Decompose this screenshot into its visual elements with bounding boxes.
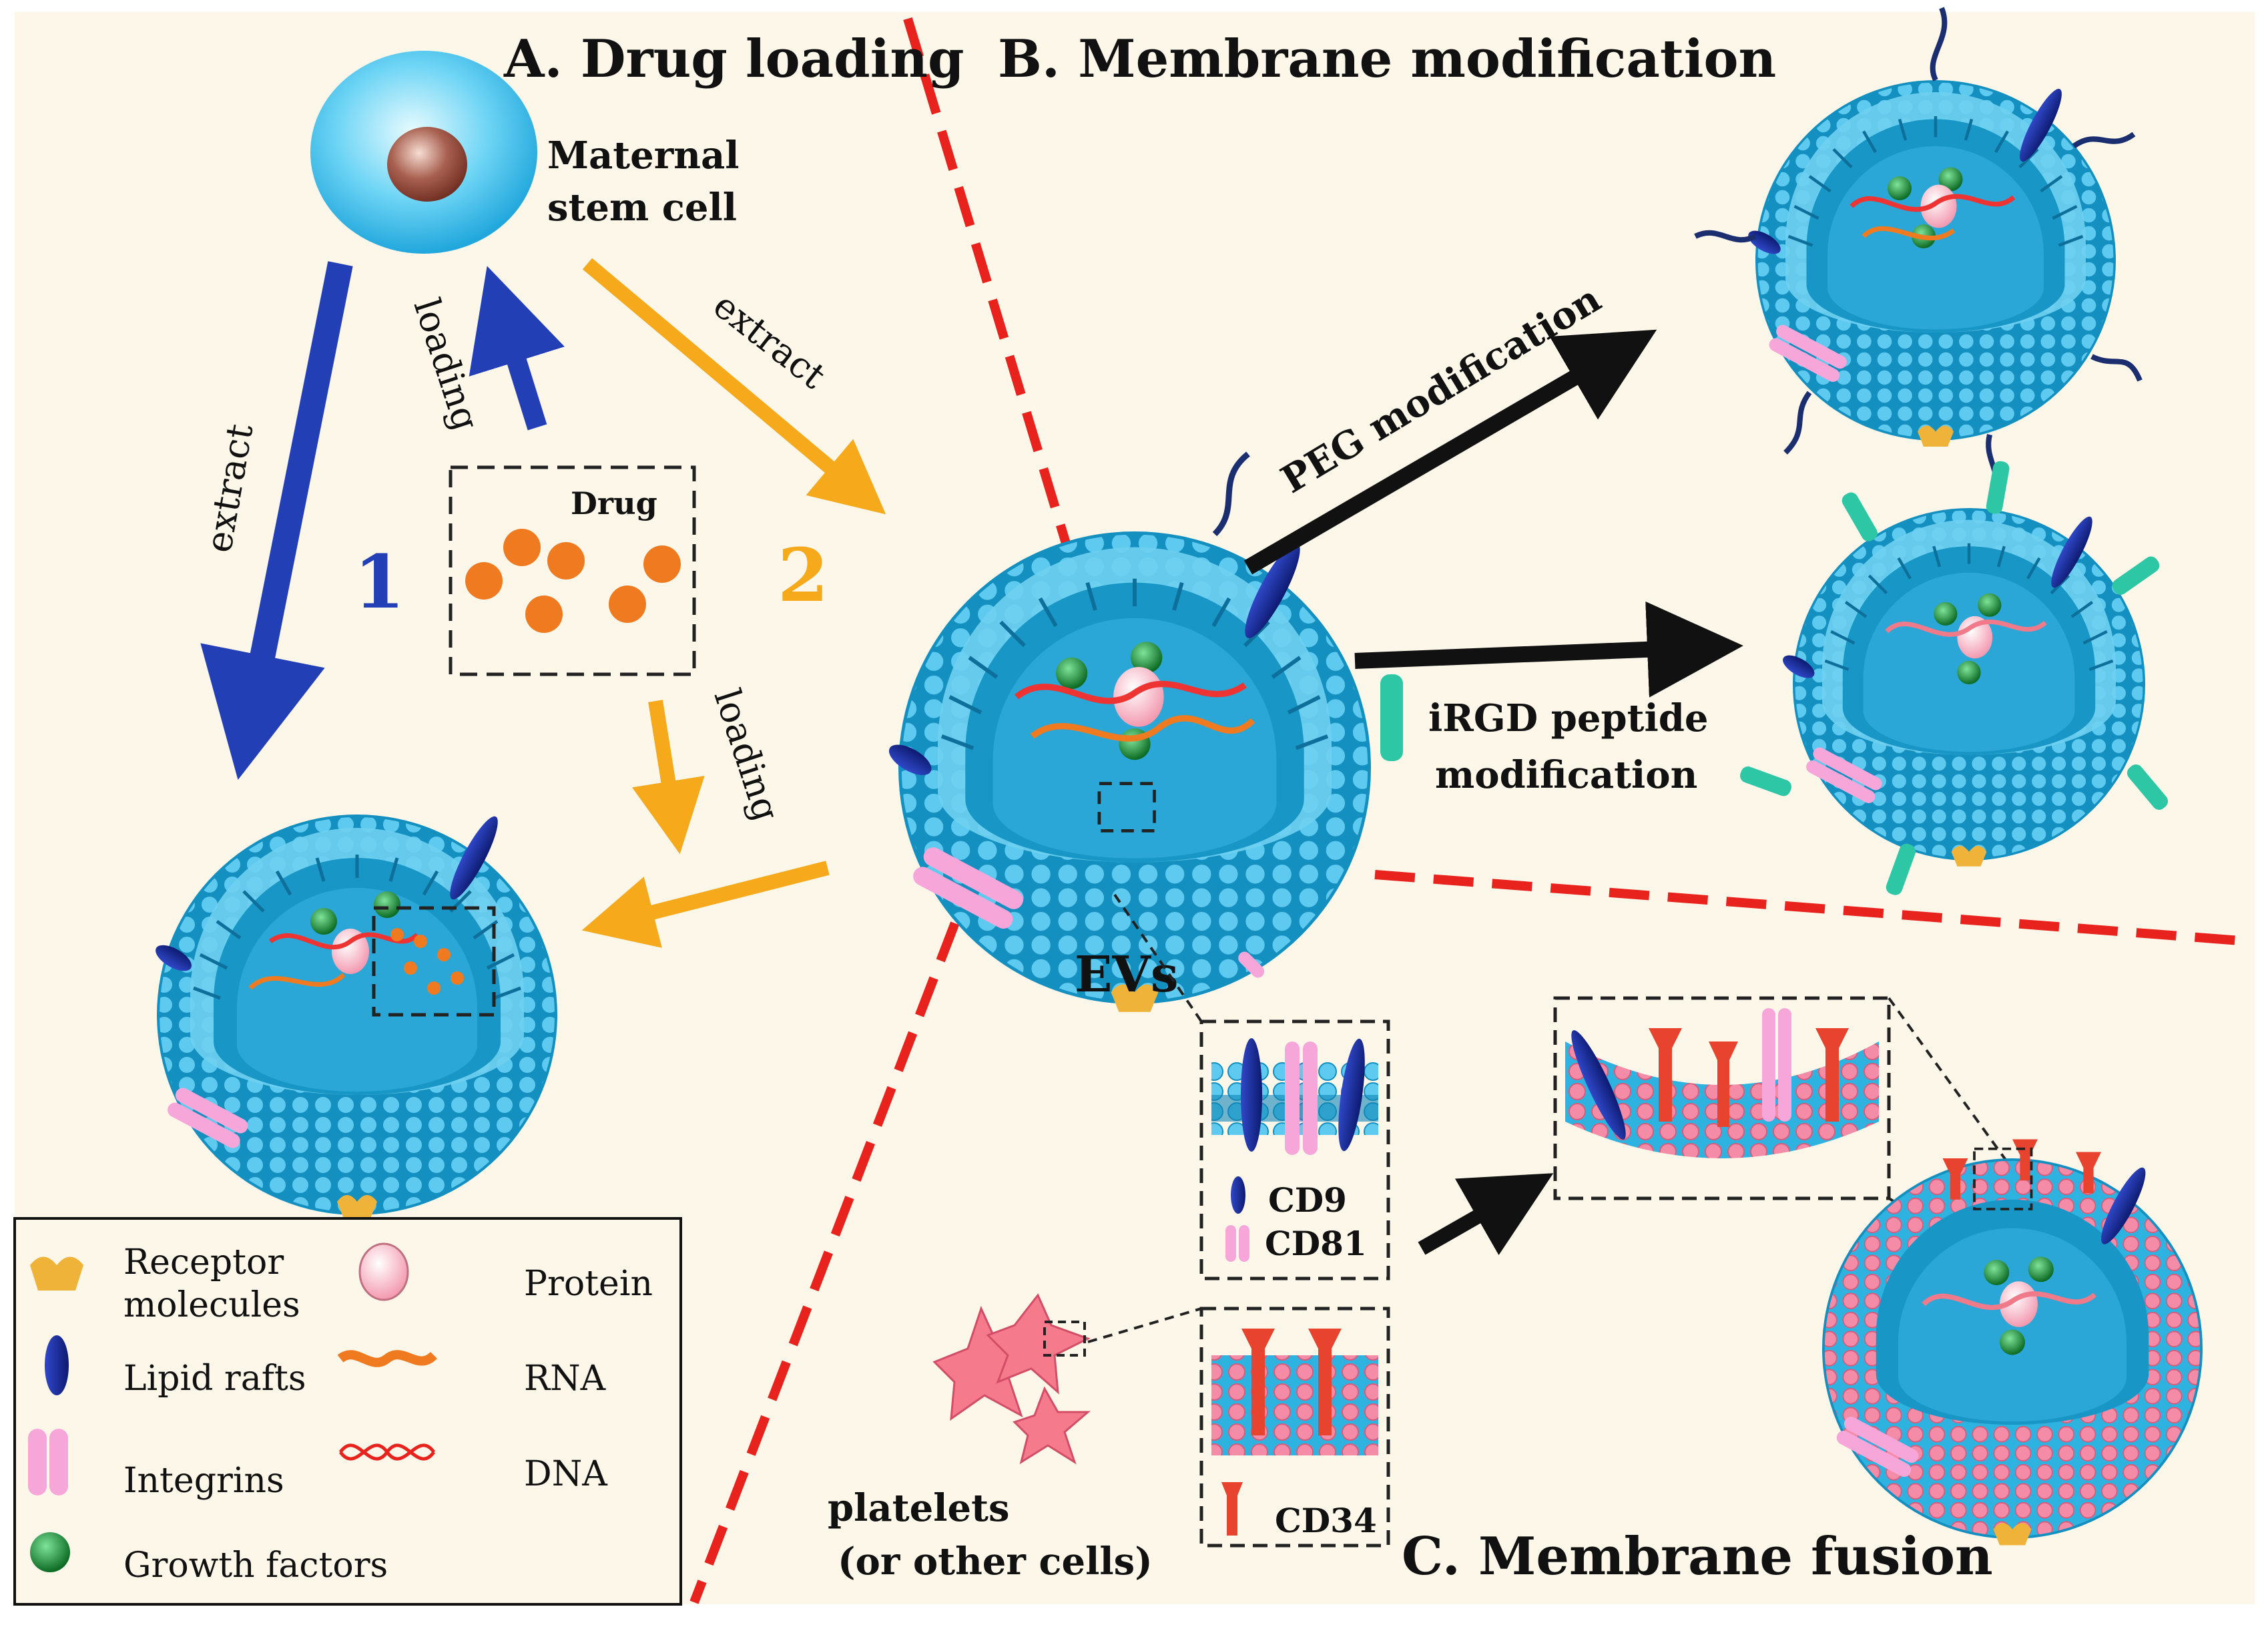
- ev-label: EVs: [1075, 946, 1178, 1003]
- cd9-cd81-inset: [1113, 893, 1390, 1281]
- peg-modification-arrow: [1243, 329, 1657, 575]
- drug-box: [449, 465, 696, 676]
- legend-box: [13, 1217, 682, 1606]
- cell-label-line2: stem cell: [547, 186, 737, 230]
- irgd-peptide-icon: [1380, 674, 1403, 761]
- fusion-arrow: [1418, 1173, 1554, 1256]
- lipid-raft-icon: [45, 1335, 69, 1395]
- platelets-label-line2: (or other cells): [838, 1540, 1153, 1584]
- legend-protein-label: Protein: [524, 1264, 653, 1304]
- extract-arrow-route1: [200, 261, 353, 780]
- heading-drug-loading: A. Drug loading: [503, 29, 964, 89]
- cd34-inset: [1087, 1307, 1390, 1548]
- legend-lipid-raft-label: Lipid rafts: [123, 1359, 306, 1399]
- drug-loaded-vesicle: [152, 812, 557, 1218]
- platelets-icon: [932, 1293, 1091, 1465]
- growth-factor-icon: [30, 1532, 70, 1572]
- cd34-label: CD34: [1275, 1501, 1377, 1540]
- loading-arrow-to-ev: [581, 861, 830, 948]
- legend-receptor-label1: Receptor: [123, 1242, 284, 1283]
- loading-arrow-route1: [469, 266, 565, 431]
- peg-modified-vesicle: [1694, 7, 2143, 495]
- drug-label: Drug: [571, 485, 657, 521]
- central-ev-vesicle: [888, 531, 1371, 1012]
- extract-arrow-route2: [582, 258, 886, 515]
- legend-rna-label: RNA: [524, 1359, 607, 1399]
- peg-chain-icon: [1212, 451, 1250, 537]
- heading-membrane-fusion: C. Membrane fusion: [1402, 1526, 1993, 1587]
- fused-membrane-inset: [1553, 996, 2020, 1263]
- cell-label-line1: Maternal: [547, 134, 740, 178]
- maternal-stem-cell: [310, 51, 537, 254]
- platelets-label-line1: platelets: [828, 1486, 1010, 1530]
- legend-dna-label: DNA: [524, 1454, 608, 1494]
- route-number-2: 2: [778, 532, 829, 618]
- protein-icon: [358, 1242, 409, 1301]
- irgd-modified-vesicle: [1740, 461, 2169, 895]
- legend-growth-factor-label: Growth factors: [123, 1546, 388, 1586]
- fused-membrane-vesicle: [1822, 1139, 2203, 1546]
- cd9-label: CD9: [1268, 1180, 1347, 1220]
- receptor-icon: [30, 1256, 83, 1291]
- loading-arrow-down: [632, 700, 705, 855]
- irgd-modification-arrow: [1354, 601, 1743, 698]
- legend-integrin-label: Integrins: [123, 1461, 284, 1501]
- irgd-label-line1: iRGD peptide: [1428, 696, 1709, 740]
- legend-receptor-label2: molecules: [123, 1285, 300, 1325]
- integrin-icon: [28, 1429, 68, 1495]
- route-number-1: 1: [354, 539, 405, 625]
- heading-membrane-modification: B. Membrane modification: [998, 29, 1776, 89]
- rna-icon: [337, 1350, 437, 1367]
- cd81-label: CD81: [1265, 1224, 1367, 1263]
- dna-icon: [338, 1443, 436, 1461]
- irgd-label-line2: modification: [1435, 753, 1697, 797]
